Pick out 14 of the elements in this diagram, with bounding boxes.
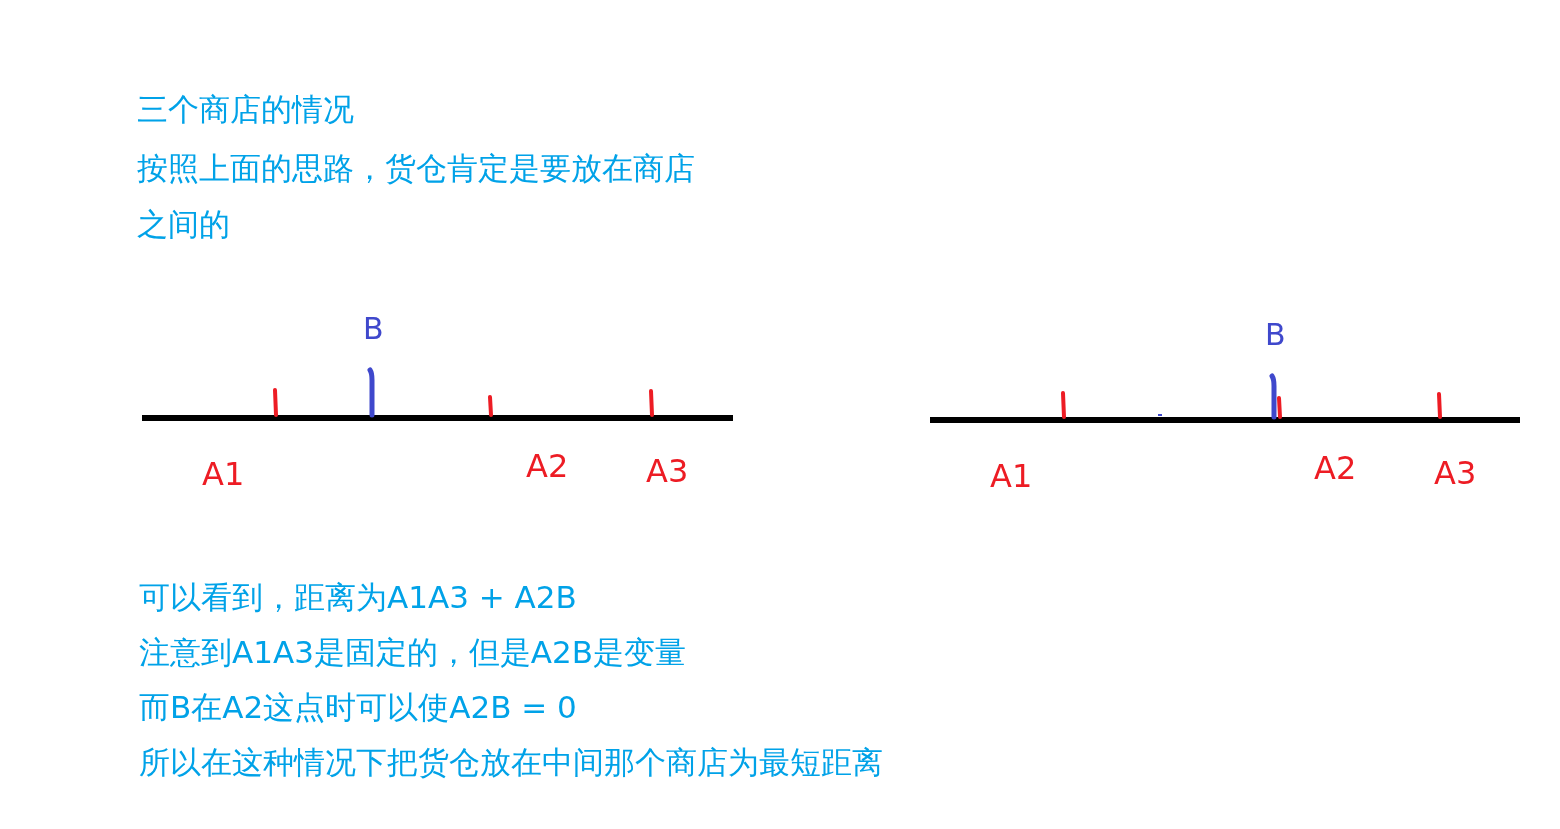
point-label: A3 — [1434, 454, 1477, 493]
point-label: A1 — [202, 455, 245, 494]
note-text: 所以在这种情况下把货仓放在中间那个商店为最短距离 — [139, 744, 883, 782]
note-text: 而B在A2这点时可以使A2B = 0 — [139, 689, 577, 727]
paragraph-text: 按照上面的思路，货仓肯定是要放在商店之间的 — [137, 149, 696, 244]
point-label: B — [1265, 317, 1286, 353]
point-label: A2 — [526, 447, 569, 486]
note-text: 注意到A1A3是固定的，但是A2B是变量 — [139, 634, 687, 672]
point-label: A1 — [990, 457, 1033, 496]
point-label: A2 — [1314, 449, 1357, 488]
point-label: B — [363, 311, 384, 347]
heading-text: 三个商店的情况 — [137, 91, 354, 129]
point-label: A3 — [646, 452, 689, 491]
note-text: 可以看到，距离为A1A3 + A2B — [139, 579, 577, 617]
